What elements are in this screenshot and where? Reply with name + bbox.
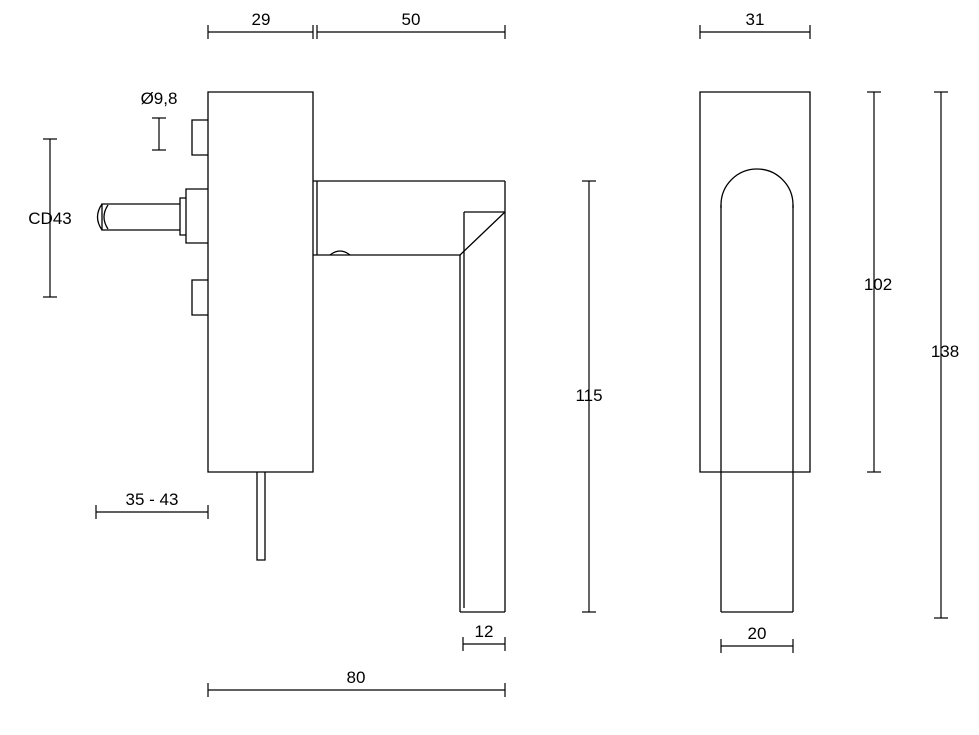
lower-fixing-tab <box>191 279 208 316</box>
dimension-label-138: 138 <box>931 342 959 361</box>
dimension-label-115: 115 <box>575 386 602 405</box>
dimension-12 <box>462 637 506 651</box>
dimension-102 <box>867 91 881 473</box>
dimension-label-20: 20 <box>748 624 767 643</box>
dimension-50 <box>316 25 506 39</box>
lever-handle-end-cap <box>96 203 103 231</box>
dimension-labels: 29 50 31 Ø9,8 CD43 115 102 138 35 - 43 1… <box>28 10 959 687</box>
dimension-20 <box>720 639 794 653</box>
dimension-label-50: 50 <box>402 10 421 29</box>
dimension-label-80: 80 <box>347 668 366 687</box>
dimension-label-12: 12 <box>475 622 494 641</box>
lever-handle-end-arc <box>103 204 109 230</box>
side-view <box>699 91 811 613</box>
dimension-115 <box>582 180 596 613</box>
upper-fixing-tab <box>191 119 208 156</box>
dimension-29 <box>207 25 314 39</box>
dimension-label-102: 102 <box>864 275 892 294</box>
dimension-35-43 <box>95 505 209 519</box>
front-elevation-view <box>96 91 506 613</box>
dimension-80 <box>207 683 506 697</box>
dimension-label-35-43: 35 - 43 <box>126 490 179 509</box>
escutcheon-plate-outline <box>699 91 811 473</box>
dimension-label-31: 31 <box>746 10 765 29</box>
dimension-diameter <box>152 117 166 151</box>
dimension-cd43 <box>43 138 57 298</box>
dimension-label-diameter: Ø9,8 <box>141 89 178 108</box>
dimension-annotations <box>43 25 948 697</box>
dimension-label-29: 29 <box>252 10 271 29</box>
dimension-label-cd43: CD43 <box>28 209 71 228</box>
cartridge-collar <box>179 197 186 236</box>
body-block-outline <box>207 91 314 473</box>
spout-chamfer-edge <box>459 211 506 256</box>
spout-arch-top <box>720 168 794 208</box>
dimension-31 <box>699 25 811 39</box>
lever-handle-cylinder <box>101 203 180 231</box>
spout-joint-fillet <box>329 250 351 256</box>
cartridge-flange <box>185 188 208 244</box>
dimension-138 <box>934 91 948 619</box>
drain-pull-rod <box>256 472 266 561</box>
